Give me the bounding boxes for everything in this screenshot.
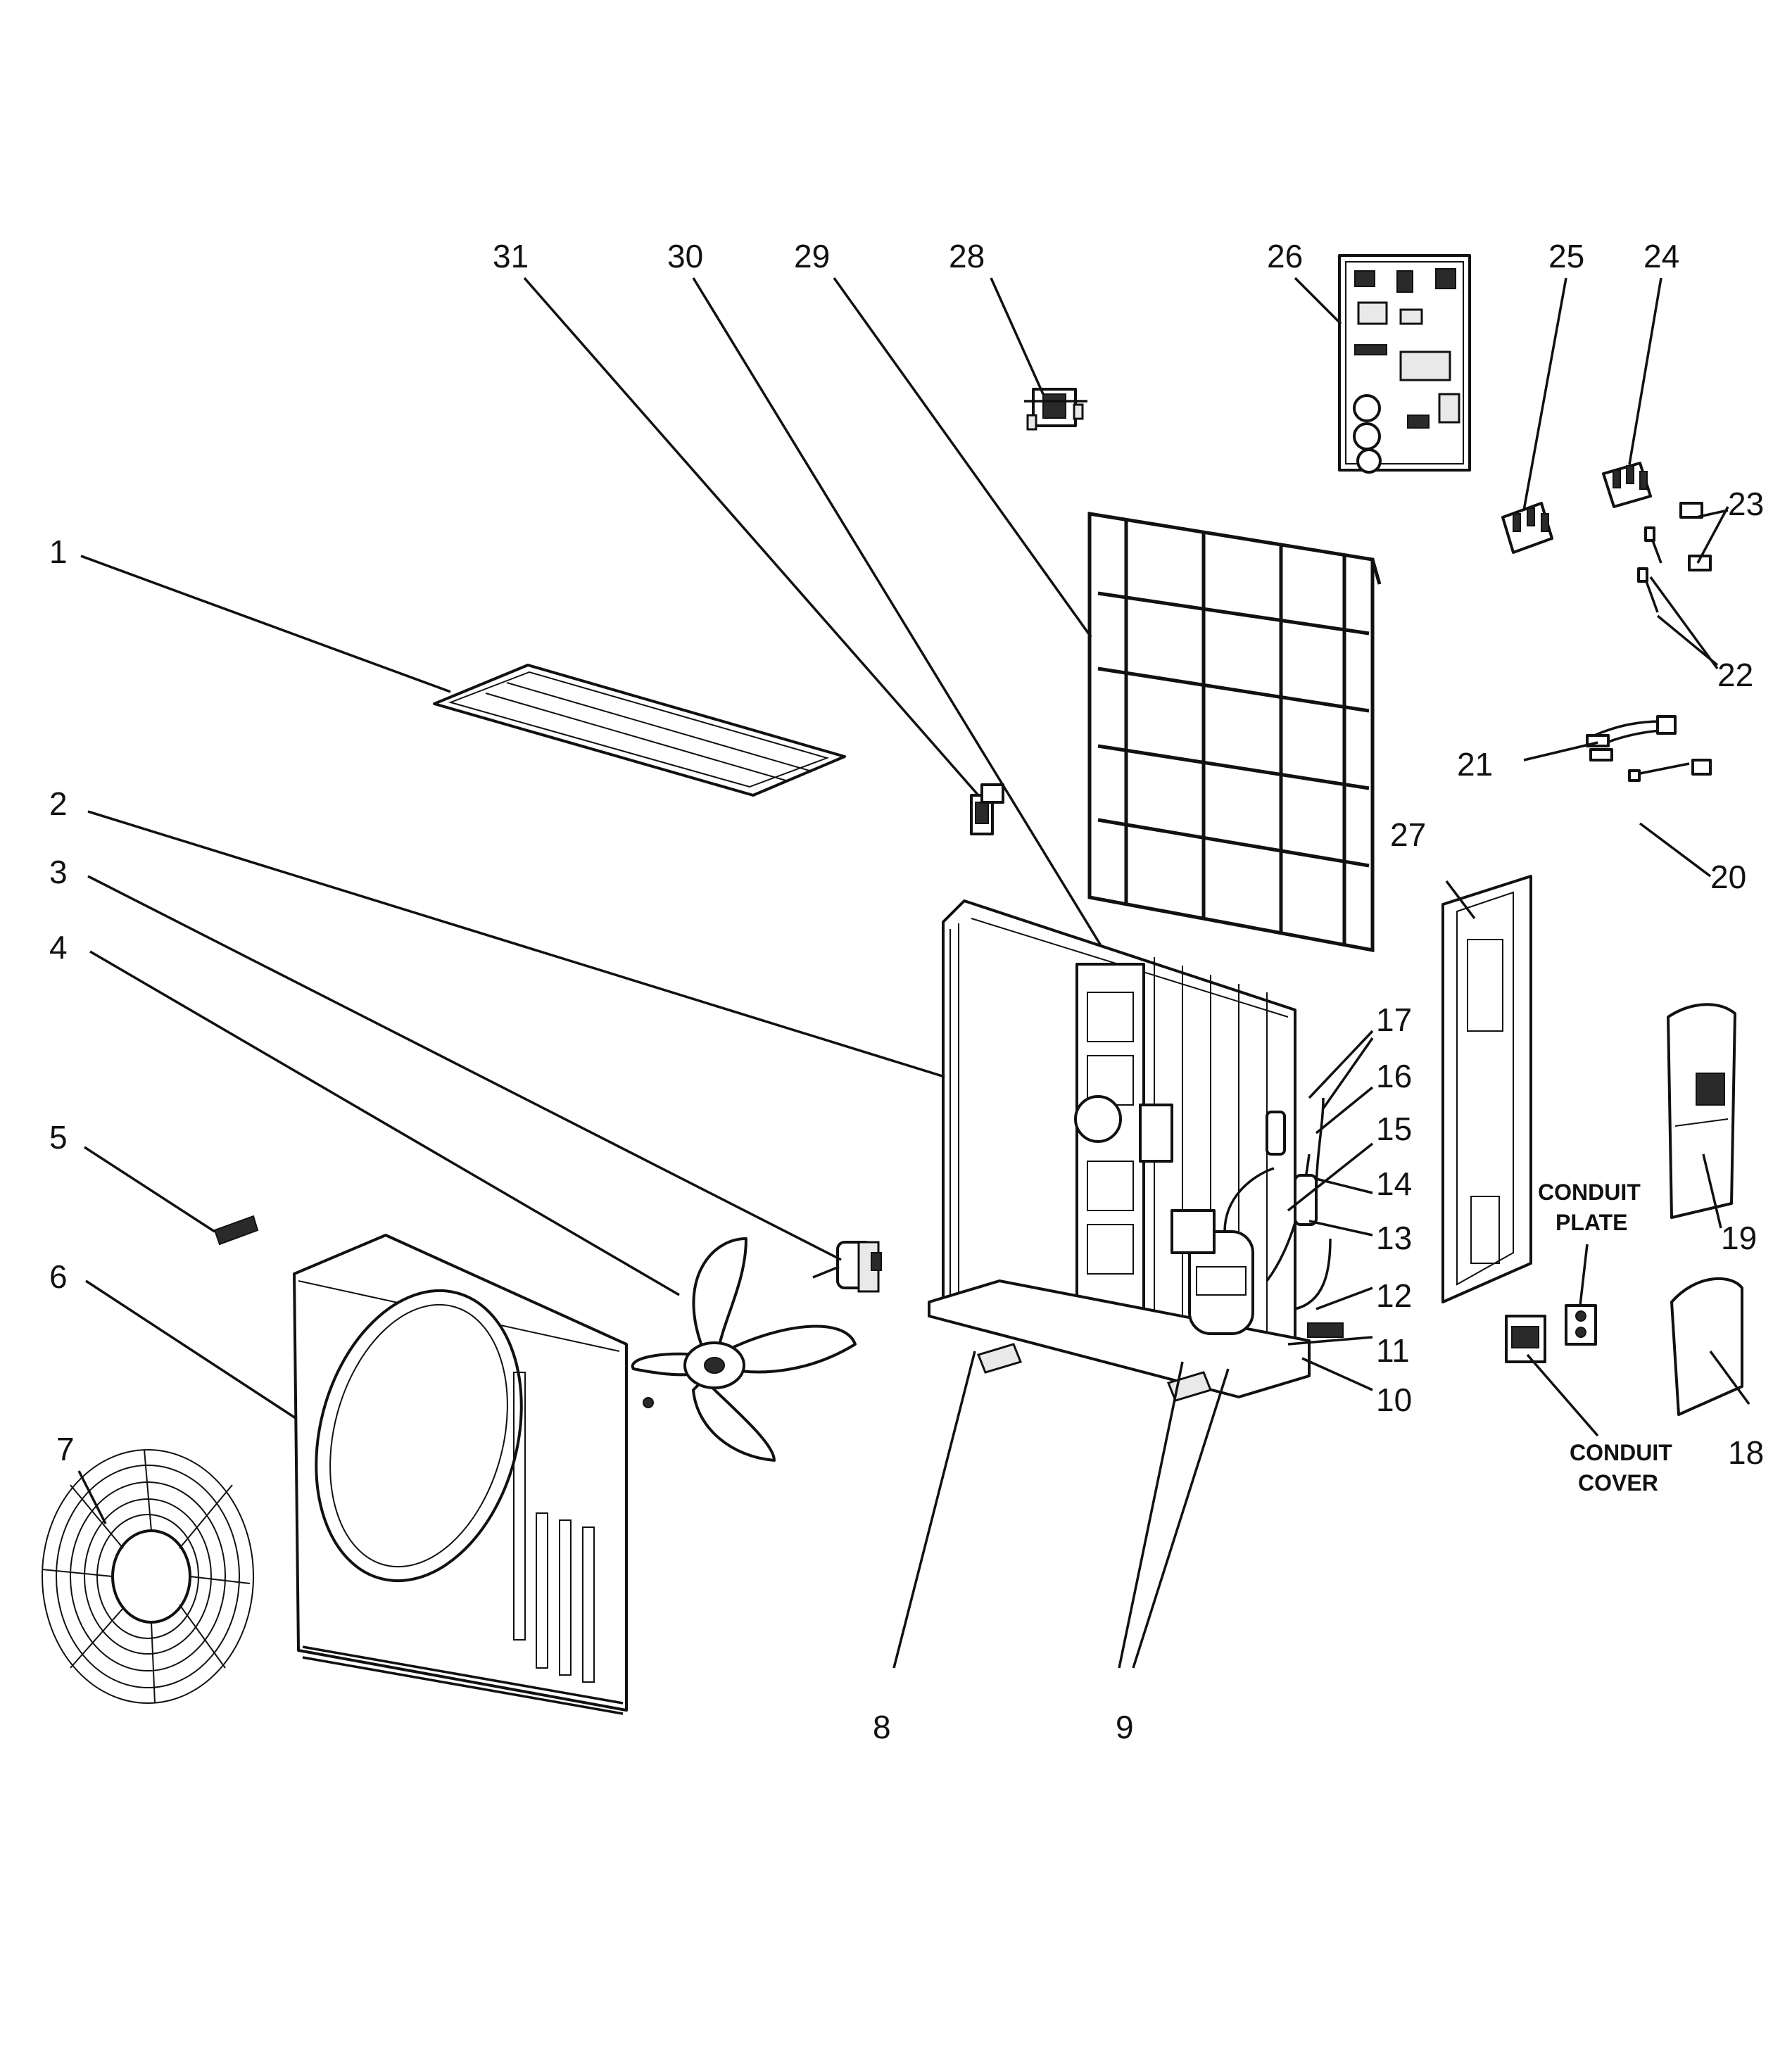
part-thermistor <box>1628 759 1712 782</box>
part-conduit-cover <box>1505 1315 1546 1363</box>
callout-31: 31 <box>493 238 529 274</box>
callout-10: 10 <box>1376 1382 1412 1418</box>
part-fan-motor <box>812 1241 882 1293</box>
caption-conduit-plate-line1: CONDUIT <box>1538 1180 1641 1205</box>
part-sensor-harness <box>1586 715 1677 761</box>
part-bracket <box>970 783 1004 835</box>
part-control-board <box>1338 254 1471 474</box>
part-front-panel <box>293 1234 628 1715</box>
callout-13: 13 <box>1376 1220 1412 1256</box>
callout-22: 22 <box>1717 657 1753 693</box>
callout-28: 28 <box>949 238 985 274</box>
caption-conduit-cover-line1: CONDUIT <box>1570 1440 1672 1465</box>
part-cabinet <box>928 899 1344 1402</box>
part-clip <box>213 1215 259 1246</box>
callout-1: 1 <box>49 533 68 570</box>
callout-27: 27 <box>1390 816 1426 853</box>
callout-26: 26 <box>1267 238 1303 274</box>
part-fan-blade <box>631 1237 857 1462</box>
callout-labels: 1 2 3 4 5 6 7 8 9 10 11 12 13 14 15 16 1… <box>49 238 1764 1745</box>
part-side-panel <box>1441 875 1532 1303</box>
callout-24: 24 <box>1643 238 1679 274</box>
callout-3: 3 <box>49 854 68 890</box>
callout-18: 18 <box>1728 1434 1764 1471</box>
caption-conduit-cover-line2: COVER <box>1578 1470 1658 1496</box>
callout-14: 14 <box>1376 1165 1412 1202</box>
part-conduit-plate <box>1565 1304 1597 1346</box>
part-relay <box>1024 388 1087 431</box>
part-terminal-block-25 <box>1501 502 1553 554</box>
callout-4: 4 <box>49 929 68 966</box>
callout-8: 8 <box>873 1709 891 1745</box>
part-terminal-block-24 <box>1602 462 1652 508</box>
part-valve-cover <box>1670 1277 1743 1416</box>
callout-25: 25 <box>1548 238 1584 274</box>
callout-7: 7 <box>56 1431 75 1467</box>
callout-30: 30 <box>667 238 703 274</box>
part-coil-guard <box>1087 512 1382 953</box>
callout-23: 23 <box>1728 486 1764 522</box>
captions: CONDUIT PLATE CONDUIT COVER <box>1538 1180 1672 1496</box>
callout-16: 16 <box>1376 1058 1412 1094</box>
callout-15: 15 <box>1376 1111 1412 1147</box>
callout-21: 21 <box>1457 746 1493 783</box>
callout-9: 9 <box>1116 1709 1134 1745</box>
callout-29: 29 <box>794 238 830 274</box>
callout-12: 12 <box>1376 1277 1412 1314</box>
part-service-cover <box>1667 1003 1736 1219</box>
callout-19: 19 <box>1721 1220 1757 1256</box>
callout-17: 17 <box>1376 1001 1412 1038</box>
callout-6: 6 <box>49 1258 68 1295</box>
part-connectors <box>1637 502 1712 613</box>
callout-20: 20 <box>1710 859 1746 895</box>
part-fan-grille <box>42 1449 254 1704</box>
caption-conduit-plate-line2: PLATE <box>1556 1210 1628 1235</box>
part-top-panel <box>433 664 846 797</box>
callout-5: 5 <box>49 1119 68 1156</box>
callout-11: 11 <box>1376 1332 1410 1369</box>
leader-lines <box>77 277 1750 1669</box>
callout-2: 2 <box>49 785 68 822</box>
